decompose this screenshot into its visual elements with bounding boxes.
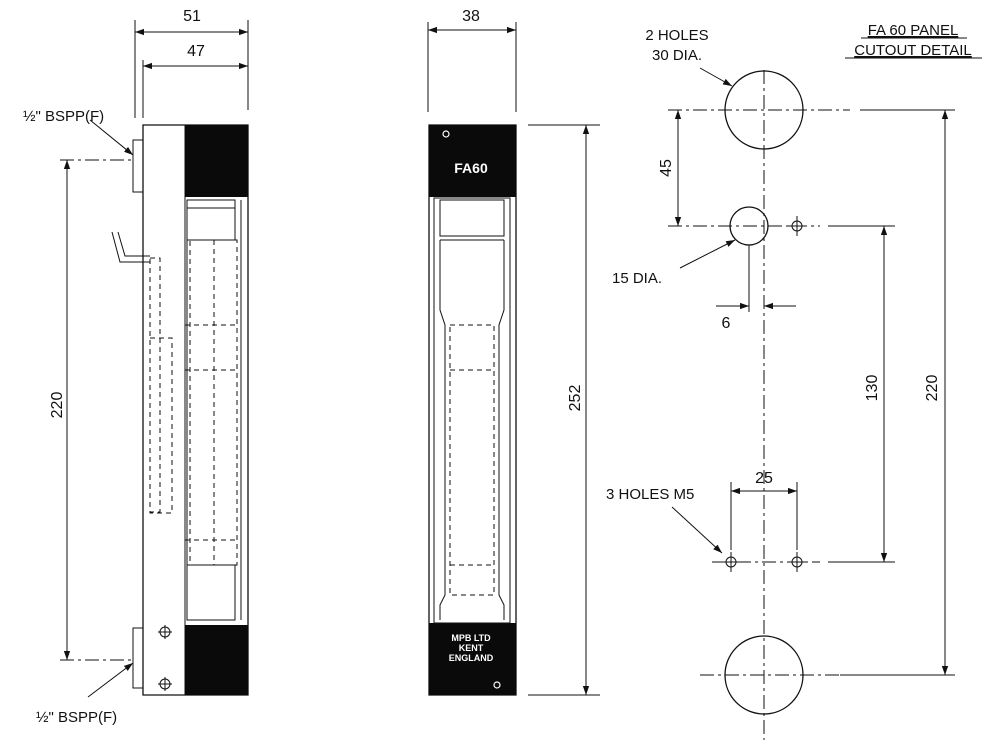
front-body-outline: [429, 125, 516, 695]
port-bottom-label: ½" BSPP(F): [36, 709, 117, 726]
tapped-holes-label: 3 HOLES M5: [606, 486, 694, 503]
dim-220-cutout-label: 220: [924, 375, 941, 402]
side-view: 51 47: [23, 8, 248, 726]
maker-line-2: KENT: [459, 643, 484, 653]
maker-line-1: MPB LTD: [451, 633, 491, 643]
front-bottom-plate: [429, 623, 516, 695]
dim-6-label: 6: [722, 315, 731, 332]
side-back-plate: [143, 125, 185, 695]
cutout-detail: FA 60 PANEL CUTOUT DETAIL 2 HOLES 30 DIA…: [606, 22, 982, 740]
plate-screw-bottom: [494, 682, 500, 688]
dim-130-label: 130: [864, 375, 881, 402]
large-holes-label-line1: 2 HOLES: [645, 27, 708, 44]
dim-38-label: 38: [462, 8, 480, 25]
large-holes-leader: [700, 68, 732, 86]
front-top-plate: [429, 125, 516, 197]
side-body-outline: [143, 125, 248, 695]
port-bottom-leader: [88, 663, 133, 697]
dim-51-label: 51: [183, 8, 201, 25]
screw-lower-1: [158, 625, 172, 639]
screw-lower-2: [158, 677, 172, 691]
tapped-holes-leader: [672, 507, 722, 553]
small-hole-leader: [680, 240, 735, 268]
dim-25-label: 25: [755, 470, 773, 487]
port-bottom: [133, 628, 143, 688]
front-view: 38 FA60 MPB LTD KENT ENGLAND 252: [428, 8, 600, 695]
tapped-hole-upper: [787, 216, 807, 236]
model-plate-text: FA60: [454, 160, 488, 176]
dim-252-label: 252: [567, 385, 584, 412]
maker-line-3: ENGLAND: [449, 653, 494, 663]
port-top: [133, 140, 143, 192]
cutout-title-line2: CUTOUT DETAIL: [854, 42, 972, 59]
plate-screw-top: [443, 131, 449, 137]
side-top-cap: [185, 125, 248, 197]
dim-220-side-label: 220: [49, 392, 66, 419]
cutout-title-line1: FA 60 PANEL: [868, 22, 959, 39]
port-top-label: ½" BSPP(F): [23, 108, 104, 125]
port-top-leader: [90, 120, 133, 155]
dim-45-label: 45: [658, 159, 675, 177]
large-holes-label-line2: 30 DIA.: [652, 47, 702, 64]
side-bottom-cap: [185, 625, 248, 695]
small-hole-label: 15 DIA.: [612, 270, 662, 287]
dim-47-label: 47: [187, 43, 205, 60]
